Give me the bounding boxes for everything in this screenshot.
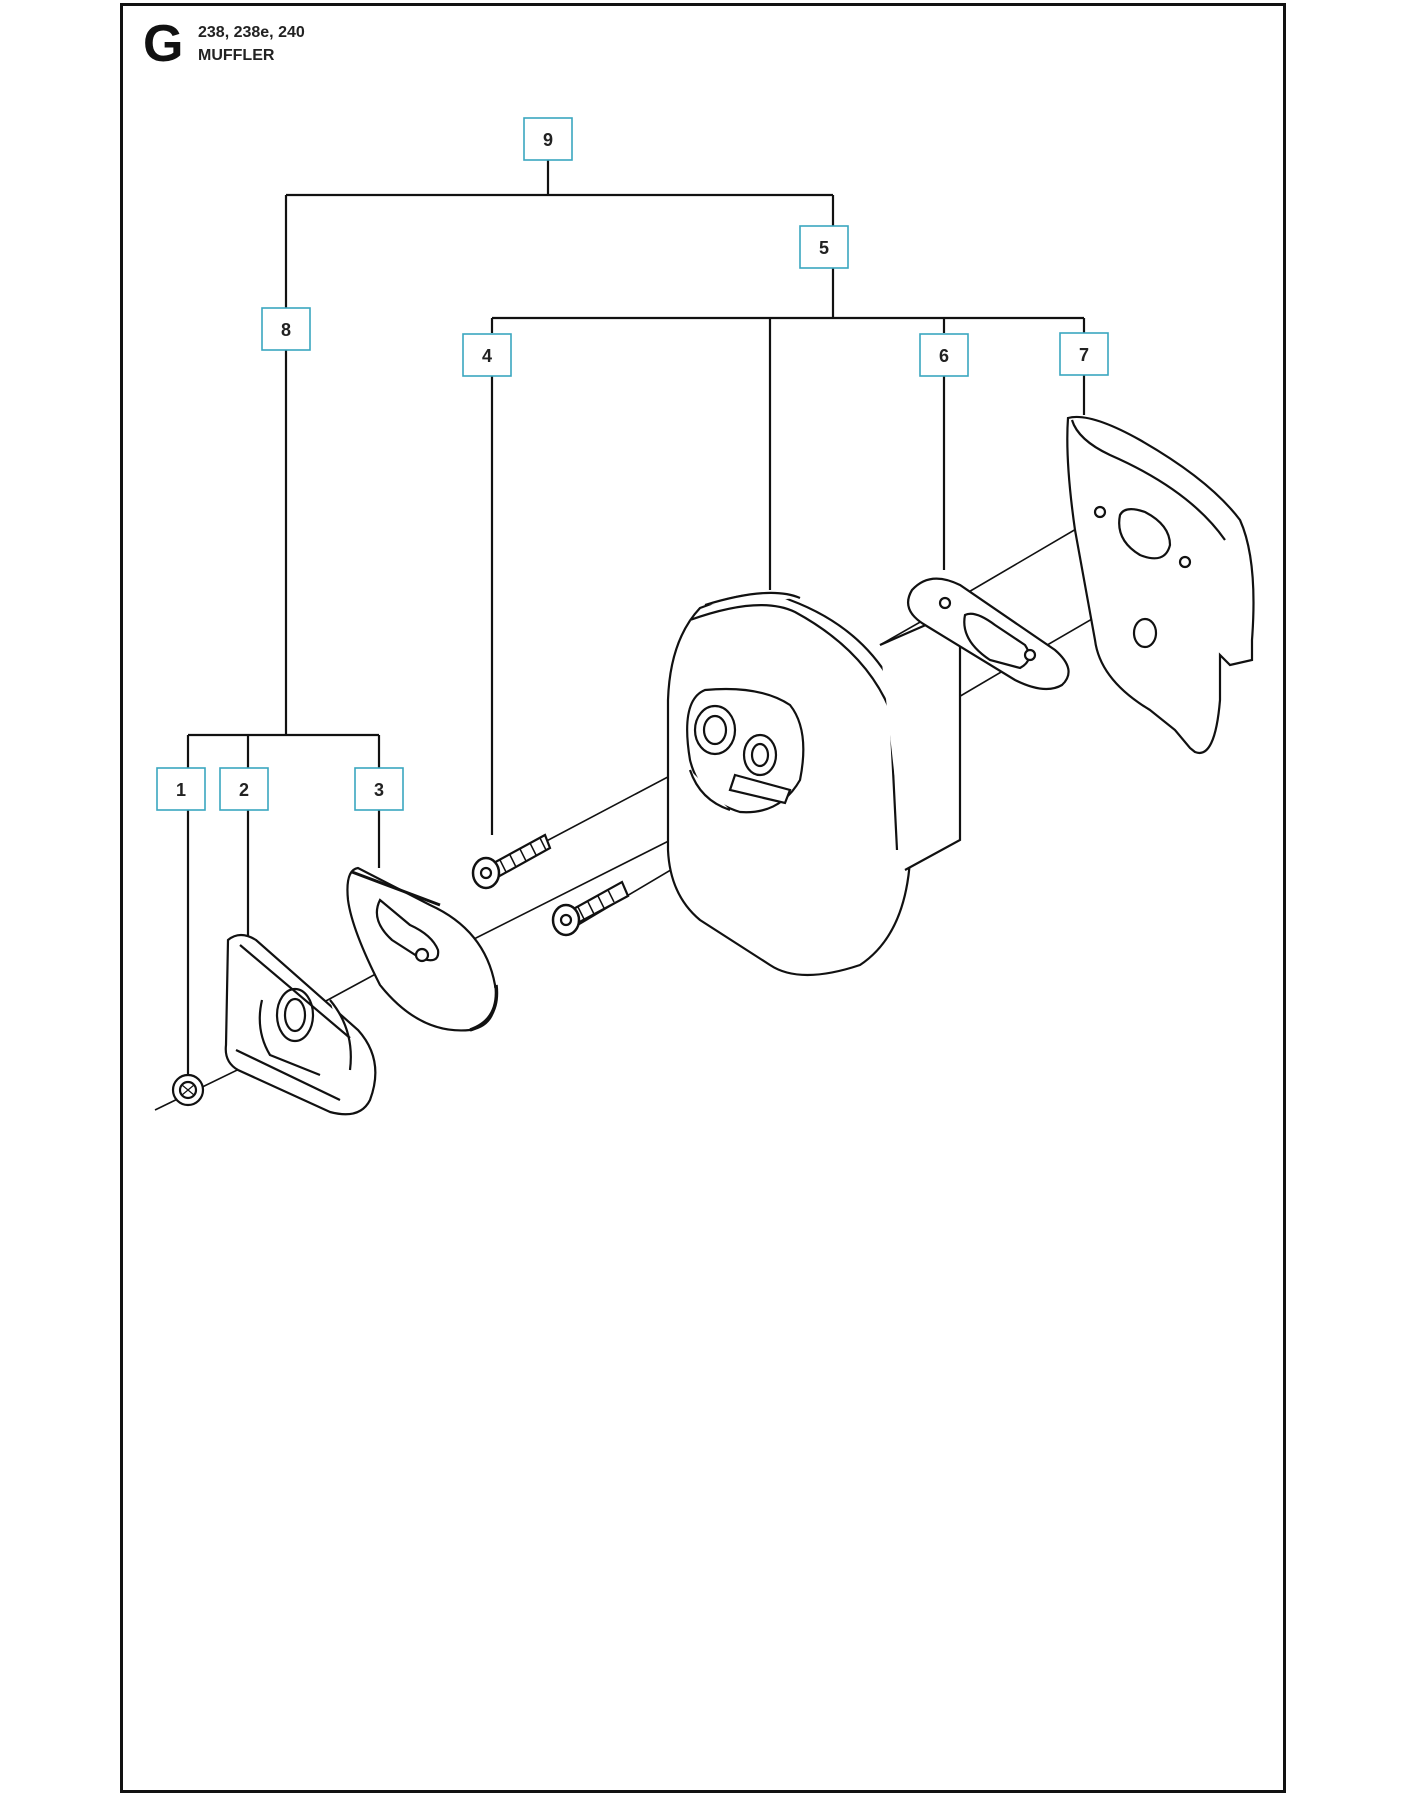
section-letter: G [143,15,184,73]
callout-2-box [219,767,269,811]
callout-1-box [156,767,206,811]
callout-8-box [261,307,311,351]
callout-5-box [799,225,849,269]
part-nut-1 [171,1073,205,1107]
part-bolt-4a [471,833,552,890]
model-numbers: 238, 238e, 240 [198,24,305,41]
callout-7-label: 7 [1079,345,1089,365]
callout-3-box [354,767,404,811]
callout-3-label: 3 [374,780,384,800]
part-screen-3 [346,866,499,1032]
callout-4-box [462,333,512,377]
leader-5 [490,268,1086,590]
callout-8-label: 8 [281,320,291,340]
part-deflector-2 [224,933,377,1116]
callout-6-box [919,333,969,377]
callout-1-label: 1 [176,780,186,800]
callout-6-label: 6 [939,346,949,366]
leader-9 [284,160,835,310]
callout-7-box [1059,332,1109,376]
callout-9-box [523,117,573,161]
callout-4-label: 4 [482,346,492,366]
part-gasket-6 [907,577,1070,691]
leader-8 [186,350,381,770]
callout-5-label: 5 [819,238,829,258]
part-bolt-4b [551,880,630,937]
part-plate-7 [1066,415,1255,755]
callout-9-label: 9 [543,130,553,150]
callout-2-label: 2 [239,780,249,800]
part-muffler-5 [666,591,962,977]
section-title: MUFFLER [198,47,275,64]
